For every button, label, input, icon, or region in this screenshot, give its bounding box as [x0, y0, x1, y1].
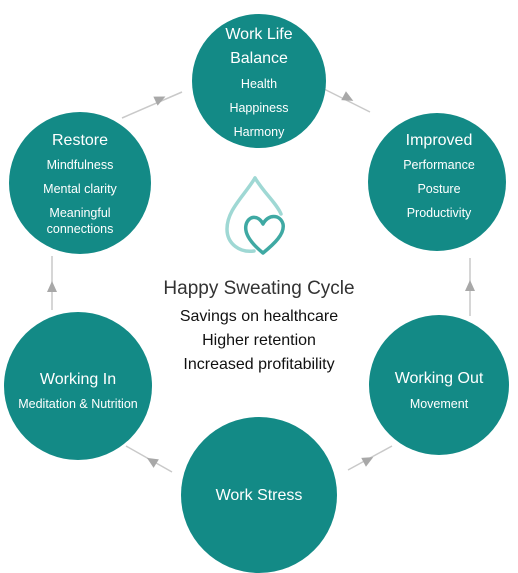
- arrowhead-icon: [341, 91, 354, 101]
- node-title: Balance: [230, 50, 288, 67]
- node-item: Productivity: [407, 206, 472, 220]
- node-work-life-balance: Work Life Balance Health Happiness Harmo…: [192, 14, 326, 148]
- arrowhead-icon: [465, 280, 475, 291]
- node-item: Harmony: [234, 125, 285, 139]
- node-item: Posture: [417, 182, 460, 196]
- node-working-in: Working In Meditation & Nutrition: [4, 312, 152, 460]
- arrowhead-icon: [153, 96, 166, 106]
- node-item: Meditation & Nutrition: [18, 397, 138, 411]
- node-title: Work Stress: [216, 487, 303, 504]
- node-item: Health: [241, 77, 277, 91]
- center-title: Happy Sweating Cycle: [163, 278, 354, 299]
- center-line: Increased profitability: [183, 356, 334, 373]
- node-title: Working In: [40, 371, 116, 388]
- node-title: Working Out: [395, 370, 484, 387]
- node-item: Mindfulness: [47, 158, 114, 172]
- node-work-stress: Work Stress: [181, 417, 337, 573]
- node-title: Restore: [52, 132, 108, 149]
- node-title: Improved: [406, 132, 473, 149]
- arrowhead-icon: [361, 457, 374, 467]
- arrowhead-icon: [47, 281, 57, 292]
- node-item: Performance: [403, 158, 475, 172]
- node-item: Happiness: [229, 101, 288, 115]
- node-item: connections: [47, 222, 114, 236]
- node-item: Movement: [410, 397, 469, 411]
- node-item: Mental clarity: [43, 182, 117, 196]
- node-improved: Improved Performance Posture Productivit…: [368, 113, 506, 251]
- center-line: Savings on healthcare: [180, 308, 338, 325]
- droplet-heart-icon: [225, 176, 285, 255]
- cycle-ring: [47, 85, 475, 473]
- center-text: Happy Sweating Cycle Savings on healthca…: [163, 278, 354, 373]
- node-title: Work Life: [225, 26, 292, 43]
- node-restore: Restore Mindfulness Mental clarity Meani…: [9, 112, 151, 254]
- node-working-out: Working Out Movement: [369, 315, 509, 455]
- node-item: Meaningful: [49, 206, 110, 220]
- ring-segment: [121, 91, 183, 119]
- center-line: Higher retention: [202, 332, 316, 349]
- arrowhead-icon: [146, 457, 159, 468]
